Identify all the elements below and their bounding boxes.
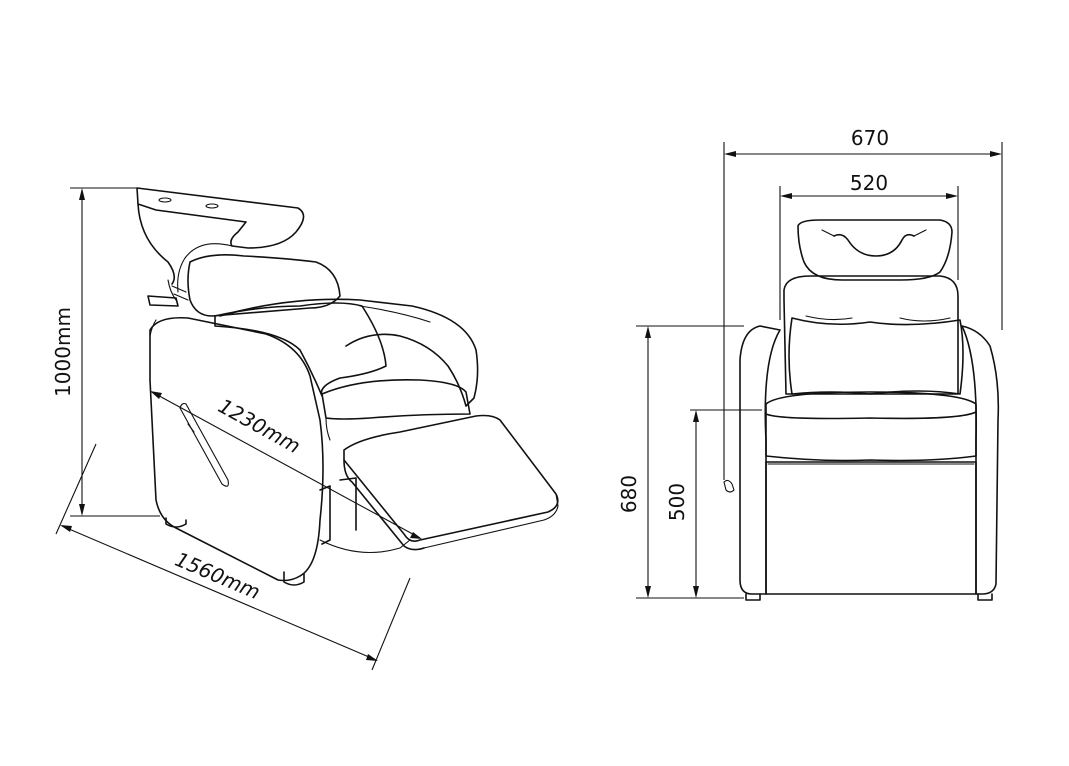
height-label: 1000mm (51, 307, 75, 397)
seat-height-label: 500 (665, 483, 689, 521)
diagonal-label: 1230mm (214, 394, 304, 459)
front-view-chair (723, 219, 1000, 601)
diagonal-dimension (150, 391, 422, 539)
basin-width-dimension (779, 186, 959, 320)
basin-width-label: 520 (850, 171, 888, 195)
height-dimension (70, 187, 160, 517)
length-label: 1560mm (172, 547, 264, 604)
armrest-height-label: 680 (617, 475, 641, 513)
length-dimension (55, 443, 411, 671)
armrest-height-dimension (636, 325, 744, 599)
seat-height-dimension (690, 409, 762, 598)
overall-width-dimension (723, 142, 1003, 480)
overall-width-label: 670 (851, 126, 889, 150)
side-view-chair (136, 187, 559, 586)
